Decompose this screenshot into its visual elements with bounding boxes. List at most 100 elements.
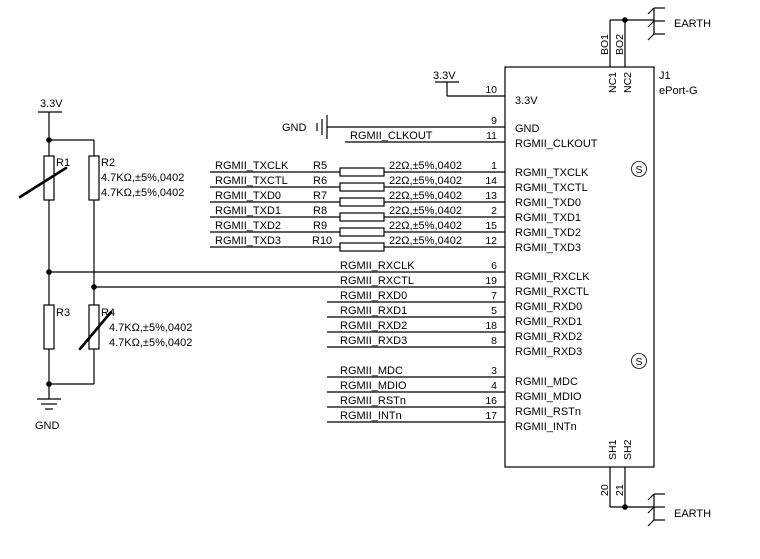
svg-text:RGMII_RXD2: RGMII_RXD2 bbox=[515, 331, 582, 343]
mdio-row-3: RGMII_INTn 17 RGMII_INTn bbox=[327, 410, 577, 433]
pin-label-3v3: 3.3V bbox=[515, 95, 538, 107]
r3-ref: R3 bbox=[56, 307, 70, 319]
svg-text:RGMII_TXD1: RGMII_TXD1 bbox=[215, 205, 281, 217]
svg-text:RGMII_INTn: RGMII_INTn bbox=[515, 421, 577, 433]
svg-text:6: 6 bbox=[491, 260, 497, 272]
svg-text:17: 17 bbox=[485, 410, 497, 422]
power-label-divider: 3.3V bbox=[40, 98, 63, 110]
resistor-r9 bbox=[339, 227, 385, 237]
svg-text:R9: R9 bbox=[313, 220, 327, 232]
svg-text:RGMII_MDC: RGMII_MDC bbox=[340, 365, 403, 377]
gnd-label-connector: GND bbox=[282, 122, 307, 134]
bottom-pin-label-1: SH1 bbox=[607, 439, 619, 460]
svg-text:RGMII_TXD2: RGMII_TXD2 bbox=[215, 220, 281, 232]
net-label-rxclk: RGMII_RXCLK bbox=[340, 260, 415, 272]
svg-text:18: 18 bbox=[485, 320, 497, 332]
connector-name: ePort-G bbox=[659, 85, 698, 97]
rx-row-3: RGMII_RXD1 5 RGMII_RXD1 bbox=[327, 305, 582, 328]
svg-text:R7: R7 bbox=[313, 190, 327, 202]
earth-label-bottom: EARTH bbox=[674, 508, 711, 520]
r1-variable-mark bbox=[18, 166, 68, 199]
svg-text:RGMII_RXD3: RGMII_RXD3 bbox=[340, 335, 407, 347]
svg-text:13: 13 bbox=[485, 190, 497, 202]
svg-text:7: 7 bbox=[491, 290, 497, 302]
svg-text:22Ω,±5%,0402: 22Ω,±5%,0402 bbox=[389, 175, 462, 187]
power-label-connector: 3.3V bbox=[433, 70, 456, 82]
mdio-row-0: RGMII_MDC 3 RGMII_MDC bbox=[327, 365, 578, 388]
gnd-symbol-connector bbox=[316, 115, 328, 139]
r2-value-2: 4.7KΩ,±5%,0402 bbox=[101, 187, 184, 199]
gnd-symbol-divider bbox=[37, 398, 61, 410]
connector-ref: J1 bbox=[659, 70, 671, 82]
r4-value-2: 4.7KΩ,±5%,0402 bbox=[109, 337, 192, 349]
svg-text:RGMII_TXCLK: RGMII_TXCLK bbox=[515, 167, 589, 179]
svg-text:RGMII_MDIO: RGMII_MDIO bbox=[340, 380, 407, 392]
r2-ref: R2 bbox=[101, 157, 115, 169]
shield-symbol-top: S bbox=[631, 161, 647, 177]
top-pin-label-1: NC1 bbox=[607, 72, 619, 93]
svg-text:5: 5 bbox=[491, 305, 497, 317]
svg-text:14: 14 bbox=[485, 175, 497, 187]
connector-body bbox=[504, 66, 655, 468]
svg-text:R10: R10 bbox=[312, 235, 332, 247]
svg-text:8: 8 bbox=[491, 335, 497, 347]
svg-text:RGMII_RSTn: RGMII_RSTn bbox=[515, 406, 581, 418]
bottom-pin-num-2: 21 bbox=[614, 484, 626, 496]
top-pin-net-1: BO1 bbox=[599, 34, 611, 55]
svg-text:12: 12 bbox=[485, 235, 497, 247]
resistor-r5 bbox=[339, 167, 385, 177]
pin-label-gnd: GND bbox=[515, 123, 540, 135]
tx-row-2: RGMII_TXD0 R7 22Ω,±5%,0402 13 RGMII_TXD0 bbox=[210, 190, 581, 209]
earth-label-top: EARTH bbox=[674, 18, 711, 30]
shield-symbol-bottom: S bbox=[631, 353, 647, 369]
tx-row-1: RGMII_TXCTL R6 22Ω,±5%,0402 14 RGMII_TXC… bbox=[210, 175, 588, 194]
pin-num-10: 10 bbox=[485, 84, 497, 96]
svg-text:16: 16 bbox=[485, 395, 497, 407]
svg-text:2: 2 bbox=[491, 205, 497, 217]
svg-text:S: S bbox=[635, 164, 642, 176]
top-pin-label-2: NC2 bbox=[622, 72, 634, 93]
svg-text:22Ω,±5%,0402: 22Ω,±5%,0402 bbox=[389, 205, 462, 217]
svg-text:22Ω,±5%,0402: 22Ω,±5%,0402 bbox=[389, 235, 462, 247]
svg-text:RGMII_RXD1: RGMII_RXD1 bbox=[515, 316, 582, 328]
mdio-row-1: RGMII_MDIO 4 RGMII_MDIO bbox=[327, 380, 582, 403]
svg-text:RGMII_RXD2: RGMII_RXD2 bbox=[340, 320, 407, 332]
svg-text:RGMII_TXD2: RGMII_TXD2 bbox=[515, 227, 581, 239]
pin-num-11: 11 bbox=[486, 130, 497, 142]
svg-text:RGMII_TXD3: RGMII_TXD3 bbox=[515, 242, 581, 254]
gnd-label-divider: GND bbox=[35, 420, 60, 432]
svg-text:15: 15 bbox=[485, 220, 497, 232]
svg-text:RGMII_RSTn: RGMII_RSTn bbox=[340, 395, 406, 407]
tx-row-0: RGMII_TXCLK R5 22Ω,±5%,0402 1 RGMII_TXCL… bbox=[210, 160, 589, 179]
svg-text:R5: R5 bbox=[313, 160, 327, 172]
svg-text:S: S bbox=[635, 356, 642, 368]
svg-text:R6: R6 bbox=[313, 175, 327, 187]
r1-ref: R1 bbox=[56, 157, 70, 169]
svg-text:R8: R8 bbox=[313, 205, 327, 217]
mdio-row-2: RGMII_RSTn 16 RGMII_RSTn bbox=[327, 395, 581, 418]
svg-text:22Ω,±5%,0402: 22Ω,±5%,0402 bbox=[389, 220, 462, 232]
svg-text:RGMII_TXCTL: RGMII_TXCTL bbox=[215, 175, 288, 187]
svg-text:4: 4 bbox=[491, 380, 497, 392]
tx-row-5: RGMII_TXD3 R10 22Ω,±5%,0402 12 RGMII_TXD… bbox=[210, 235, 581, 254]
net-label-rxctl: RGMII_RXCTL bbox=[340, 275, 414, 287]
svg-text:RGMII_TXCTL: RGMII_TXCTL bbox=[515, 182, 588, 194]
resistor-r3 bbox=[43, 304, 55, 350]
earth-symbol-top bbox=[647, 7, 665, 41]
svg-text:RGMII_TXD1: RGMII_TXD1 bbox=[515, 212, 581, 224]
svg-text:19: 19 bbox=[485, 275, 497, 287]
svg-text:RGMII_RXCTL: RGMII_RXCTL bbox=[515, 286, 589, 298]
pin-label-clkout: RGMII_CLKOUT bbox=[515, 138, 598, 150]
tx-row-3: RGMII_TXD1 R8 22Ω,±5%,0402 2 RGMII_TXD1 bbox=[210, 205, 581, 224]
resistor-r8 bbox=[339, 212, 385, 222]
svg-text:3: 3 bbox=[491, 365, 497, 377]
svg-text:1: 1 bbox=[491, 160, 497, 172]
bottom-pin-num-1: 20 bbox=[599, 484, 611, 496]
svg-text:RGMII_RXD3: RGMII_RXD3 bbox=[515, 346, 582, 358]
svg-text:RGMII_TXD3: RGMII_TXD3 bbox=[215, 235, 281, 247]
resistor-r2 bbox=[88, 155, 100, 201]
svg-text:RGMII_INTn: RGMII_INTn bbox=[340, 410, 402, 422]
r4-value-1: 4.7KΩ,±5%,0402 bbox=[109, 322, 192, 334]
